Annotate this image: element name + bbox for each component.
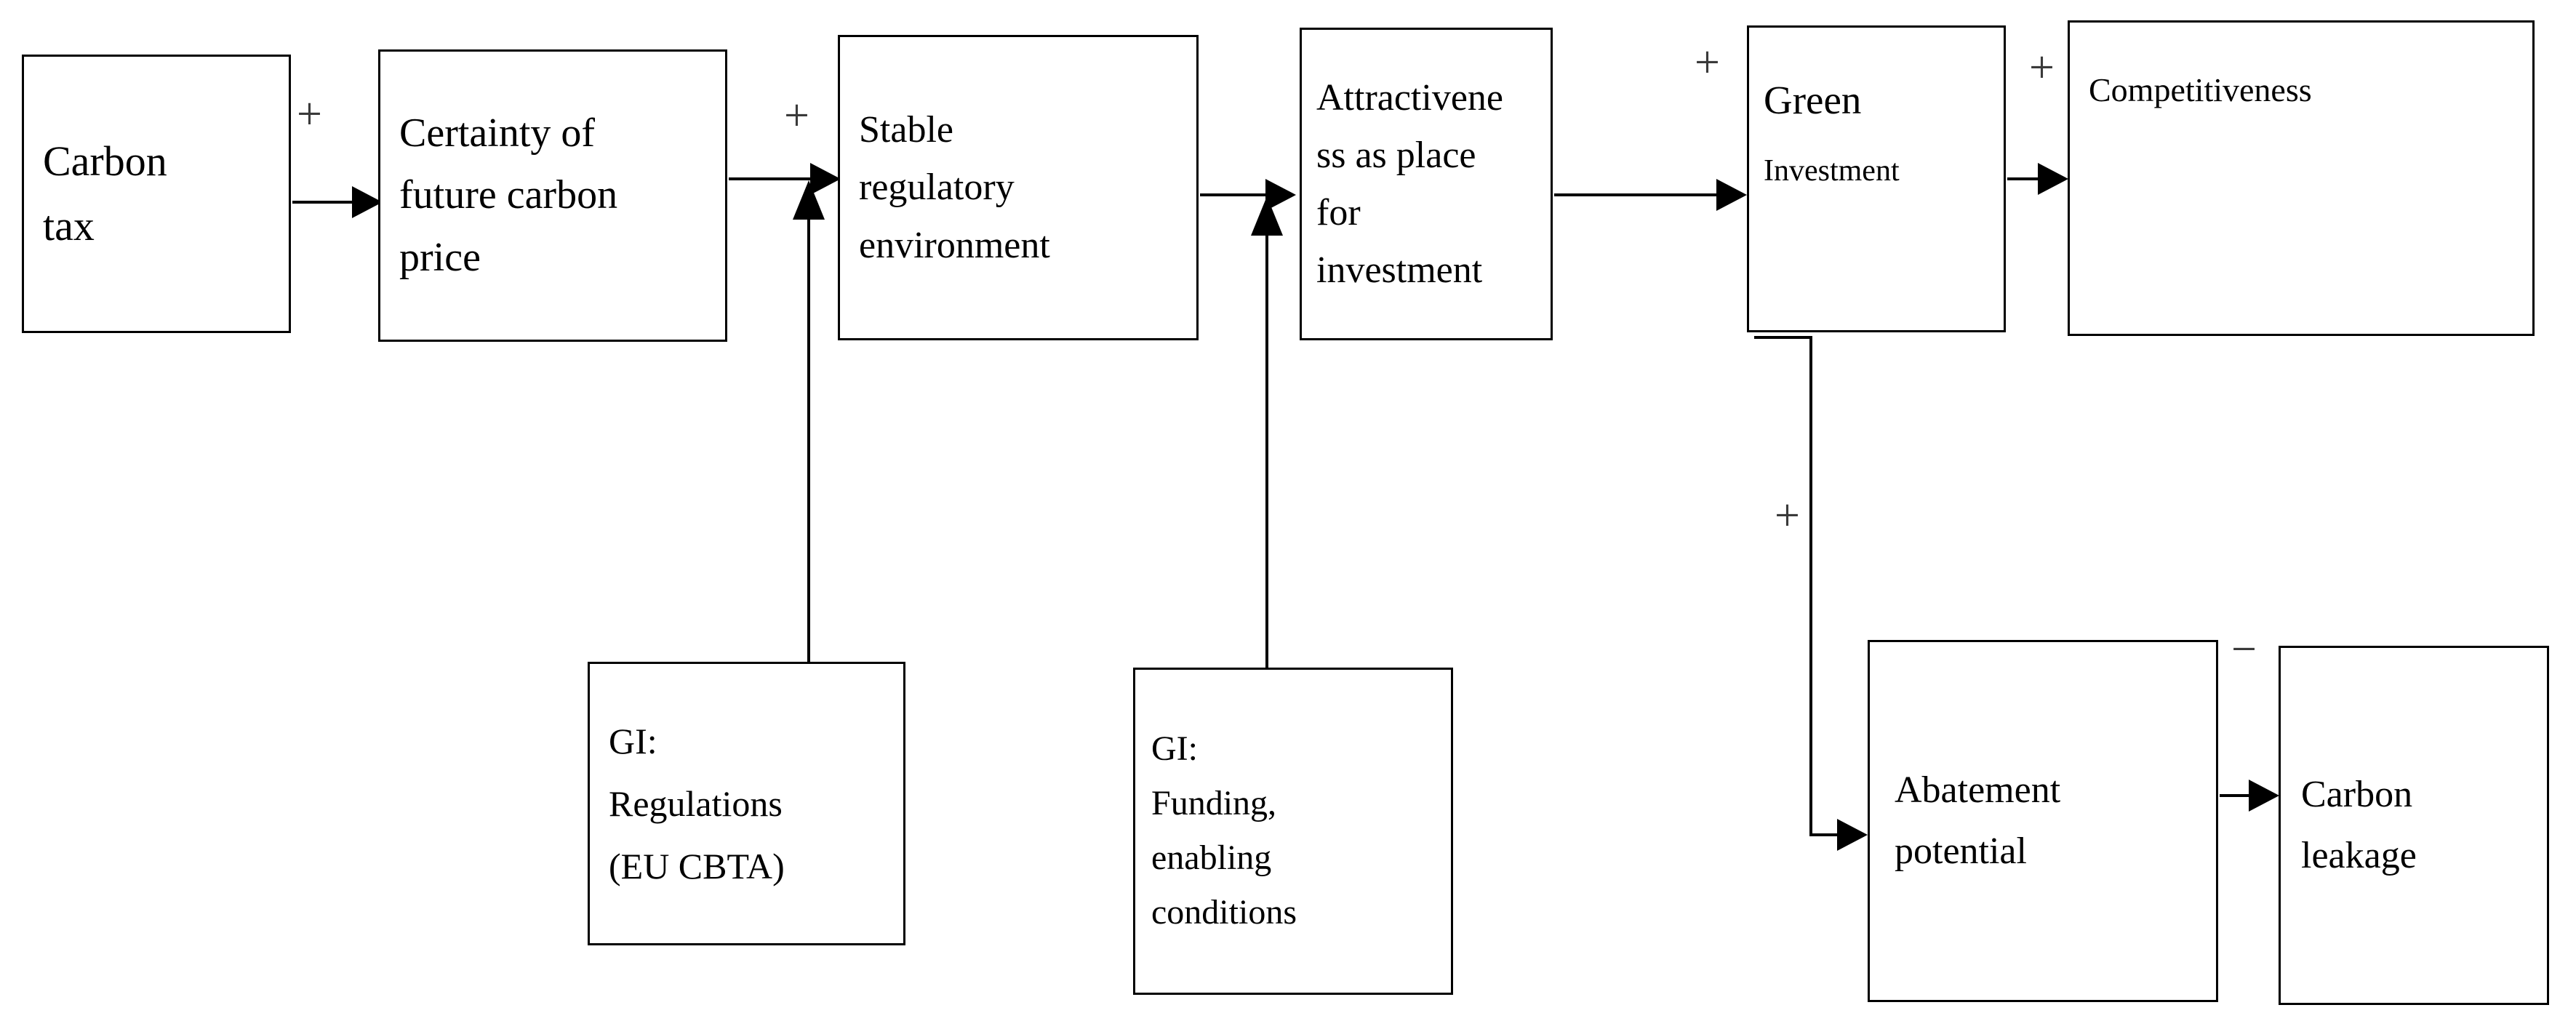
edge-certainty-to-stable <box>729 163 841 195</box>
polarity-sign-abatement-carbon-leakage: − <box>2231 625 2257 674</box>
node-label-carbon-tax: Carbon tax <box>43 137 167 249</box>
node-label-abatement-potential: Abatement potential <box>1895 769 2061 872</box>
polarity-sign-attractiveness-green: + <box>1695 38 1720 87</box>
node-gi-regulations[interactable]: GI: Regulations (EU CBTA) <box>588 662 905 945</box>
edge-carbon-tax-to-certainty <box>292 186 383 218</box>
node-abatement-potential[interactable]: Abatement potential <box>1868 640 2218 1002</box>
node-gi-funding[interactable]: GI: Funding, enabling conditions <box>1133 668 1453 995</box>
edge-stable-to-attractiveness <box>1200 179 1296 211</box>
polarity-sign-carbon-tax-certainty: + <box>297 89 322 139</box>
node-green-investment[interactable]: Green Investment <box>1747 25 2006 332</box>
edge-green-to-abatement <box>1754 336 1868 851</box>
polarity-sign-green-competitiveness: + <box>2029 43 2055 92</box>
node-certainty-of-future-carbon-price[interactable]: Certainty of future carbon price <box>378 49 727 342</box>
edge-abatement-to-carbon-leakage <box>2220 780 2279 812</box>
node-competitiveness[interactable]: Competitiveness <box>2068 20 2535 336</box>
node-label-carbon-leakage: Carbon leakage <box>2301 773 2417 876</box>
edge-gi-regulations-to-stable <box>793 180 825 663</box>
node-label-green: Green <box>1764 78 1862 122</box>
node-label-gi-funding: GI: Funding, enabling conditions <box>1151 729 1297 932</box>
node-carbon-leakage[interactable]: Carbon leakage <box>2279 646 2549 1005</box>
node-attractiveness-as-place-for-investment[interactable]: Attractivene ss as place for investment <box>1300 28 1553 340</box>
node-label-green-investment-sub: Investment <box>1764 153 1900 188</box>
node-stable-regulatory-environment[interactable]: Stable regulatory environment <box>838 35 1199 340</box>
edge-green-to-competitiveness <box>2007 163 2068 195</box>
node-label-gi-regulations: GI: Regulations (EU CBTA) <box>609 721 785 886</box>
polarity-sign-certainty-stable: + <box>784 91 809 140</box>
node-label-stable-regulatory: Stable regulatory environment <box>859 109 1050 266</box>
node-label-competitiveness: Competitiveness <box>2089 71 2312 108</box>
node-carbon-tax[interactable]: Carbon tax <box>22 55 291 333</box>
node-label-certainty: Certainty of future carbon price <box>399 111 618 280</box>
node-label-attractiveness: Attractivene ss as place for investment <box>1316 76 1503 292</box>
edge-gi-funding-to-attractiveness <box>1251 196 1283 669</box>
polarity-sign-green-abatement: + <box>1775 491 1800 540</box>
edge-attractiveness-to-green <box>1554 179 1747 211</box>
